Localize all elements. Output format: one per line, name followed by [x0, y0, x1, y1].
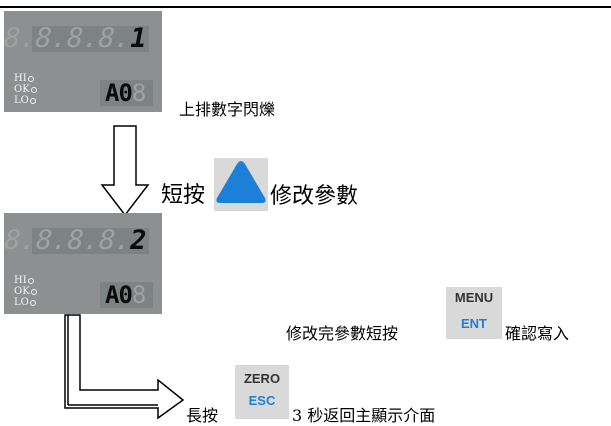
upper-display: 8.8.8.8.8.8.1 [0, 23, 149, 54]
indicator-label: HI [14, 73, 27, 84]
upper-display-digit: 2 [130, 225, 146, 256]
indicator-label: HI [14, 275, 27, 286]
esc-label: ESC [248, 393, 276, 408]
upper-display-unlit: 8.8.8.8.8.8. [0, 23, 132, 54]
upper-display-unlit: 8.8.8.8.8. [0, 225, 132, 256]
confirm-suffix: 確認寫入 [505, 324, 570, 343]
upper-display: 8.8.8.8.8.2 [0, 225, 149, 256]
caption-flashing: 上排數字閃爍 [179, 100, 276, 119]
lower-display-unlit: 8 [131, 79, 146, 107]
zero-esc-button: ZERO ESC [235, 365, 289, 419]
led-icon [29, 299, 36, 306]
indicator-lo: LO [14, 297, 37, 308]
led-icon [30, 288, 37, 295]
up-button [214, 158, 268, 211]
zero-label: ZERO [243, 371, 281, 386]
indicator-hi: HI [14, 275, 37, 286]
indicator-label: LO [14, 95, 29, 106]
menu-label: MENU [454, 290, 494, 305]
confirm-prefix: 修改完參數短按 [286, 324, 399, 343]
led-icon [27, 277, 34, 284]
upper-display-digit: 1 [130, 23, 146, 54]
indicator-ok: OK [14, 84, 37, 95]
step-up-suffix: 修改參數 [270, 184, 359, 209]
menu-ent-button: MENU ENT [446, 287, 502, 339]
lower-display-unlit: 8 [131, 281, 146, 309]
indicator-ok: OK [14, 286, 37, 297]
indicator-label: OK [14, 286, 30, 297]
long-press-prefix: 長按 [186, 406, 219, 425]
indicator-group: HI OK LO [14, 73, 37, 106]
led-icon [30, 86, 37, 93]
lower-display-code: A0 [105, 79, 133, 107]
indicator-hi: HI [14, 73, 37, 84]
triangle-up-icon [216, 161, 266, 203]
led-icon [29, 97, 36, 104]
indicator-lo: LO [14, 95, 37, 106]
led-icon [27, 75, 34, 82]
indicator-label: LO [14, 297, 29, 308]
flow-arrow-down-icon [100, 125, 150, 217]
indicator-group: HI OK LO [14, 275, 37, 308]
indicator-label: OK [14, 84, 30, 95]
long-press-suffix: 3 秒返回主顯示介面 [292, 406, 436, 425]
step-up-prefix: 短按 [161, 183, 206, 208]
ent-label: ENT [461, 316, 487, 331]
flow-arrow-right-icon [64, 314, 185, 420]
lower-display-code: A0 [105, 281, 133, 309]
top-rule [0, 6, 611, 8]
